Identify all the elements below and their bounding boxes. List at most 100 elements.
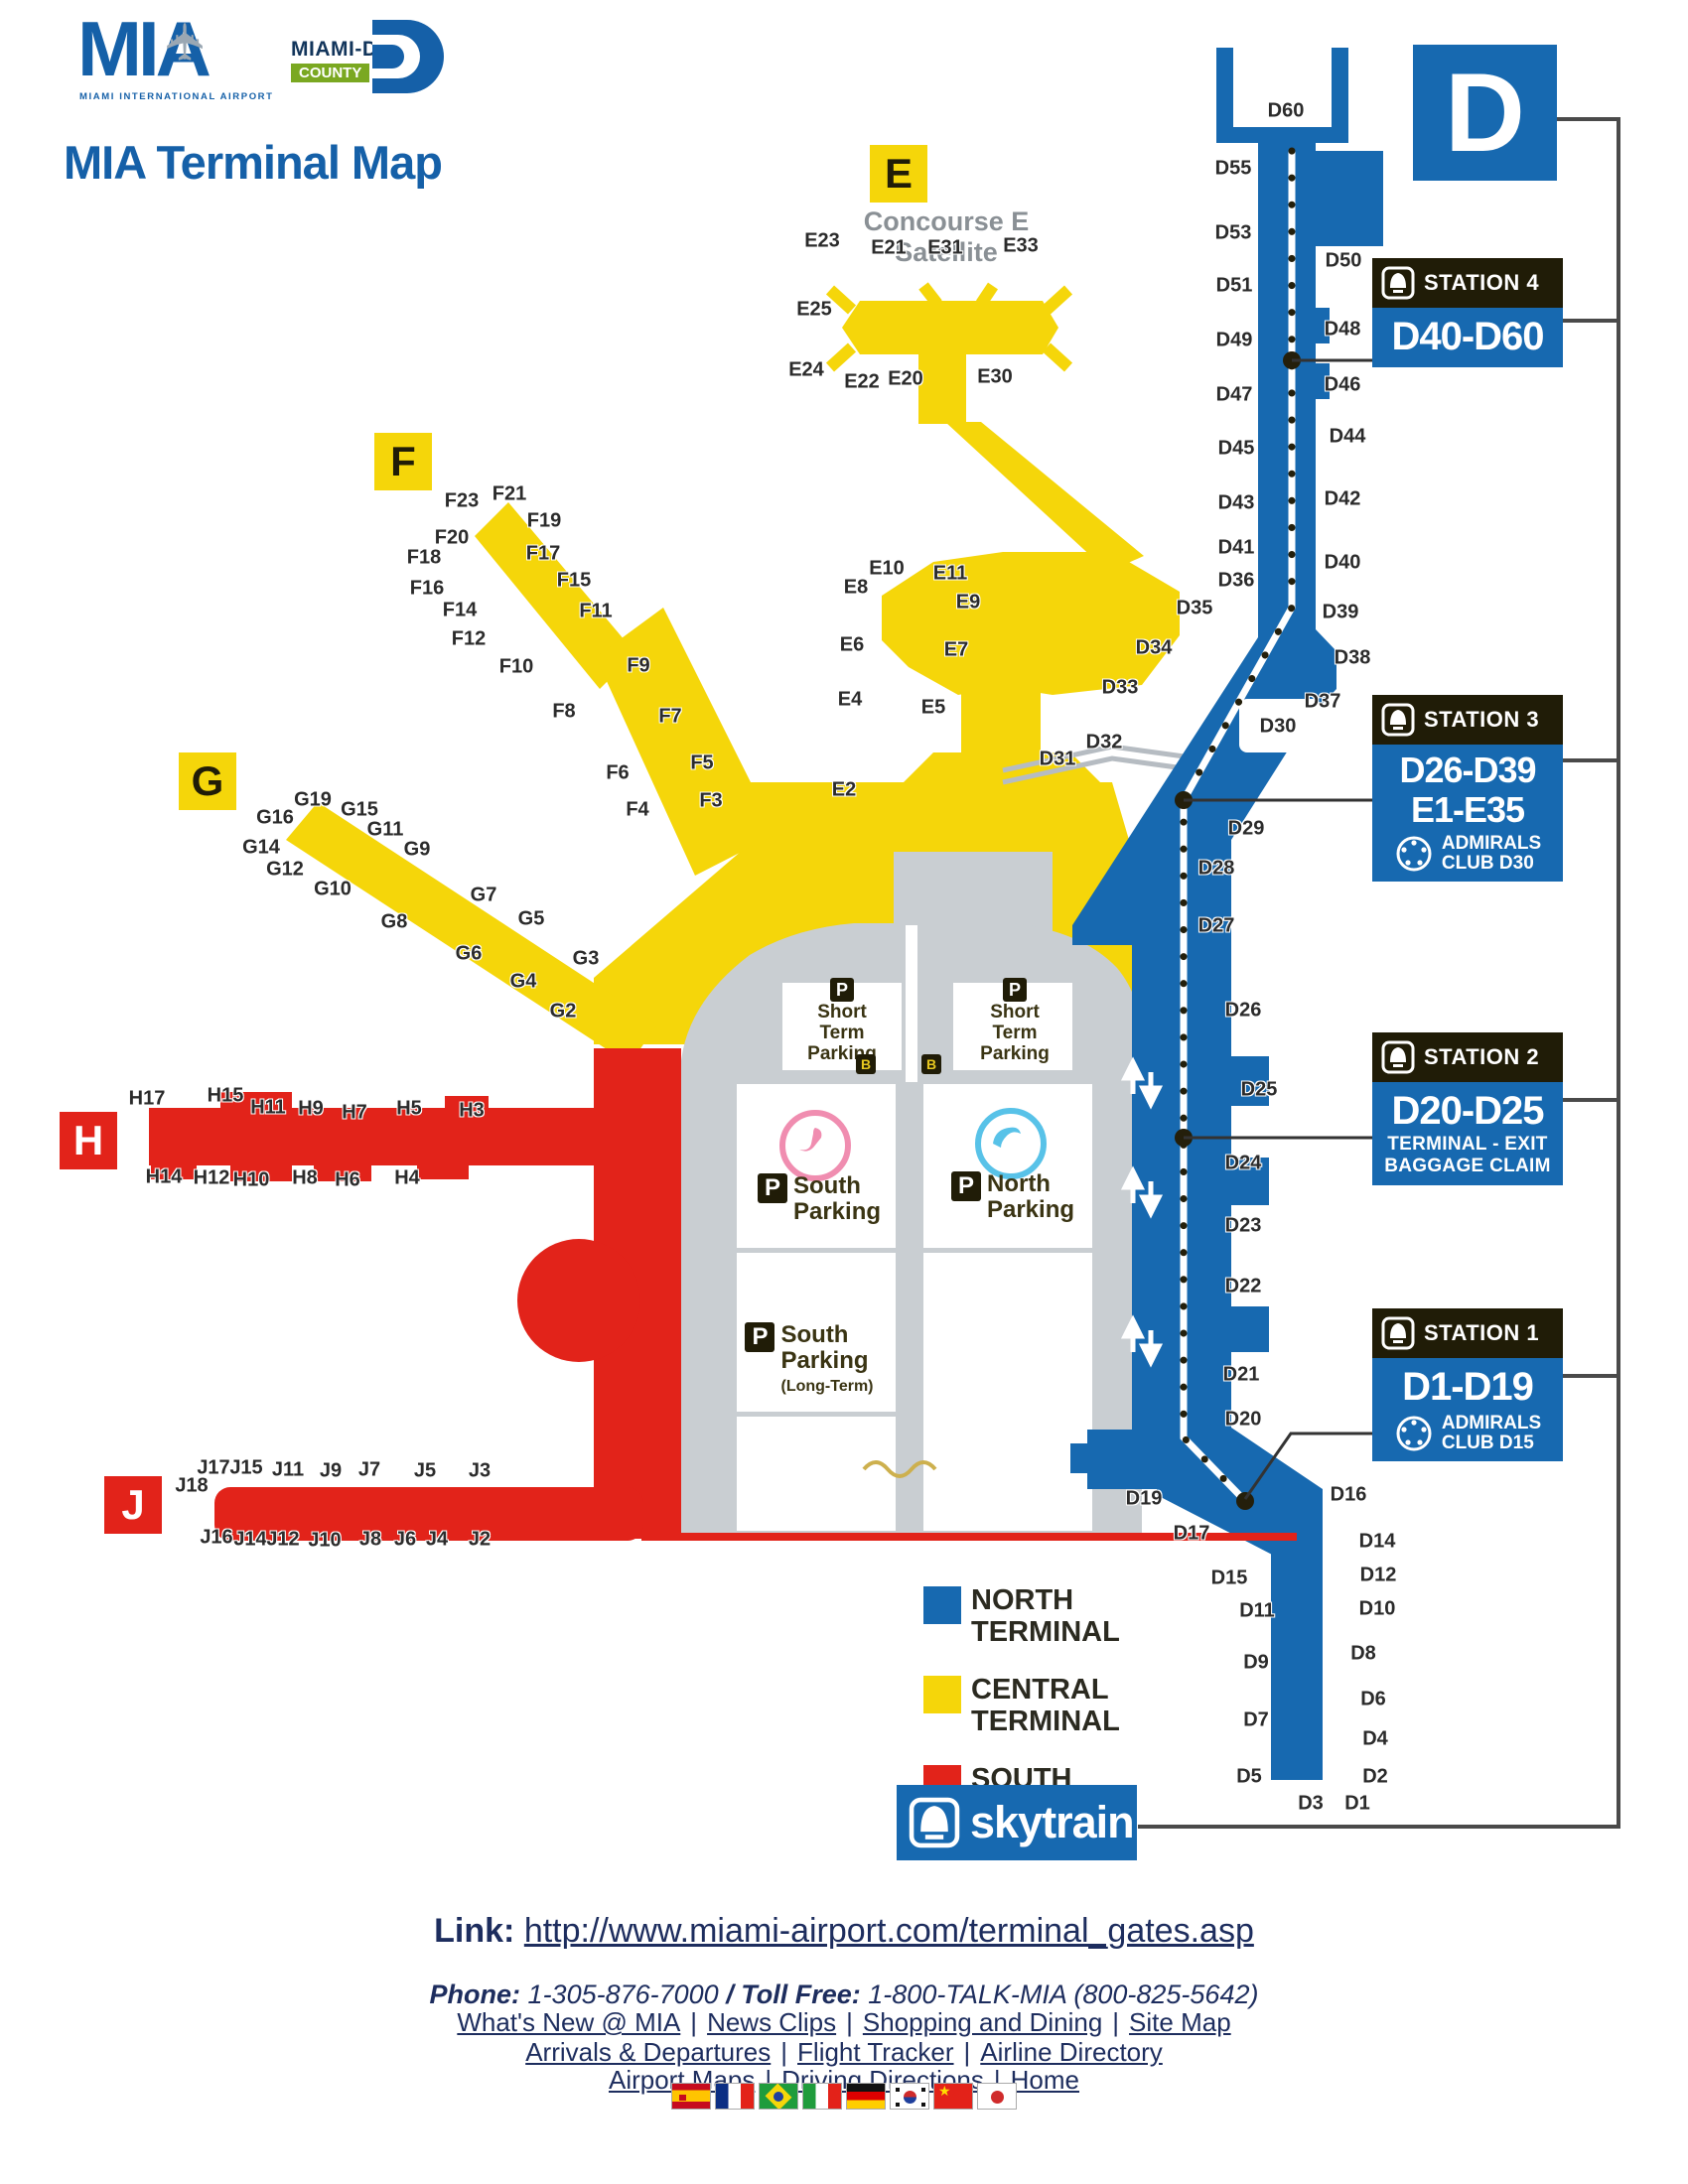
nav-separator: | [690,2007,698,2037]
gate-label-D10: D10 [1358,1597,1396,1620]
gate-label-E24: E24 [788,358,824,381]
gate-label-G12: G12 [266,858,304,881]
footer-nav-link-arrivals-departures[interactable]: Arrivals & Departures [525,2037,772,2067]
d30-notch [1239,699,1321,752]
gate-label-E31: E31 [927,236,963,259]
gate-label-D50: D50 [1325,249,1362,272]
gate-label-J12: J12 [266,1528,300,1551]
gate-label-F3: F3 [699,789,723,812]
footer-nav-link-site-map[interactable]: Site Map [1129,2007,1231,2037]
footer-nav-link-home[interactable]: Home [1010,2065,1079,2095]
gate-label-E10: E10 [869,557,905,580]
footer-nav-link-news-clips[interactable]: News Clips [707,2007,837,2037]
language-flags-row [0,2083,1688,2110]
mia-logo-subtext: MIAMI INTERNATIONAL AIRPORT [79,91,274,102]
gate-label-J8: J8 [358,1528,382,1551]
gate-label-F9: F9 [627,654,650,677]
gate-label-J7: J7 [357,1458,381,1481]
station-2-note-1: TERMINAL - EXIT [1387,1134,1548,1155]
flag-france[interactable] [715,2083,755,2110]
south-terminal-shape [149,1048,1297,1541]
gate-label-H5: H5 [396,1097,422,1120]
gate-label-D36: D36 [1217,569,1255,592]
gate-label-F5: F5 [690,751,714,774]
station-1-header: STATION 1 [1372,1308,1563,1358]
admirals-club-icon [1396,1416,1432,1451]
gate-label-D25: D25 [1240,1078,1278,1101]
mia-airport-logo: MIA ✈ MIAMI INTERNATIONAL AIRPORT [77,10,306,109]
gate-label-D28: D28 [1197,857,1235,880]
gate-label-D49: D49 [1215,329,1253,351]
gate-label-G3: G3 [572,947,600,970]
skytrain-station-icon [1381,266,1415,300]
flag-japan[interactable] [977,2083,1017,2110]
gate-label-D19: D19 [1125,1487,1163,1510]
gate-label-D39: D39 [1322,601,1359,623]
gate-label-G9: G9 [403,838,431,861]
legend-item: CENTRAL TERMINAL [923,1674,1160,1737]
gate-label-H17: H17 [128,1087,166,1110]
flag-spain[interactable] [671,2083,711,2110]
gate-label-J10: J10 [308,1529,342,1552]
gate-label-E21: E21 [871,236,907,259]
gate-label-J11: J11 [271,1458,305,1481]
gate-label-F23: F23 [444,489,480,512]
gate-label-D34: D34 [1135,636,1173,659]
station-1-gates: D1-D19 [1402,1365,1534,1409]
callout-frame [1138,117,1620,1829]
gate-label-F17: F17 [525,542,561,565]
gate-label-G16: G16 [256,806,294,829]
gate-label-J2: J2 [468,1528,492,1551]
gate-label-D51: D51 [1215,274,1253,297]
footer-nav-link-airline-directory[interactable]: Airline Directory [980,2037,1163,2067]
footer-nav-link-flight-tracker[interactable]: Flight Tracker [797,2037,954,2067]
flag-south-korea[interactable] [890,2083,929,2110]
gate-label-F15: F15 [556,569,592,592]
gate-label-E7: E7 [943,638,969,661]
gate-label-F19: F19 [526,509,562,532]
station-4-header: STATION 4 [1372,258,1563,308]
gate-label-F11: F11 [579,600,613,622]
gate-label-G15: G15 [341,798,378,821]
gate-label-D27: D27 [1197,914,1235,937]
flag-germany[interactable] [846,2083,886,2110]
gate-label-H10: H10 [232,1168,270,1191]
gate-label-E9: E9 [955,591,981,614]
gate-label-D40: D40 [1324,551,1361,574]
short-term-parking-label-left: P Short Term Parking [807,978,877,1064]
legend-label: NORTH TERMINAL [971,1584,1120,1648]
gate-label-D41: D41 [1217,536,1255,559]
gate-label-D55: D55 [1214,157,1252,180]
flag-italy[interactable] [802,2083,842,2110]
station-3-gates-2: E1-E35 [1410,789,1525,830]
gate-label-D1: D1 [1344,1792,1370,1815]
gate-label-D3: D3 [1298,1792,1324,1815]
flag-china[interactable] [933,2083,973,2110]
gate-label-H3: H3 [459,1099,485,1122]
parking-area-shape [680,852,1142,1537]
county-logo-line2: COUNTY [291,64,370,82]
gate-label-F6: F6 [606,761,630,784]
gate-label-G11: G11 [366,818,404,841]
gate-label-J6: J6 [393,1528,417,1551]
terminal-gates-link[interactable]: http://www.miami-airport.com/terminal_ga… [523,1912,1254,1950]
footer-nav-link-what-s-new-mia[interactable]: What's New @ MIA [457,2007,681,2037]
gate-label-G5: G5 [517,907,545,930]
footer-nav-link-shopping-and-dining[interactable]: Shopping and Dining [862,2007,1103,2037]
concourse-badge-E: E [870,145,927,203]
gate-label-D45: D45 [1217,437,1255,460]
legend-label: CENTRAL TERMINAL [971,1674,1120,1737]
gate-label-J9: J9 [319,1459,343,1482]
short-term-parking-label-right: P Short Term Parking [980,978,1050,1064]
gate-label-G10: G10 [314,878,352,900]
gate-label-D5: D5 [1236,1765,1262,1788]
gate-label-J14: J14 [233,1528,267,1551]
gate-label-G6: G6 [455,942,483,965]
gate-label-F8: F8 [552,700,576,723]
concourse-badge-J: J [104,1476,162,1534]
flag-brazil[interactable] [759,2083,798,2110]
